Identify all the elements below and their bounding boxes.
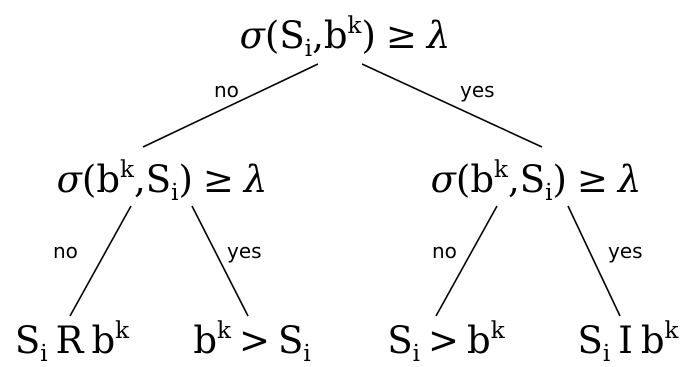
edge-label-left-yes: yes bbox=[227, 239, 262, 263]
edge-right-to-leaf4 bbox=[567, 205, 621, 317]
edge-right-to-leaf3 bbox=[435, 205, 498, 317]
root-condition: σ(Si,bk)≥λ bbox=[240, 13, 451, 62]
edge-left-to-leaf1 bbox=[69, 205, 132, 317]
left-condition: σ(bk,Si)≥λ bbox=[57, 157, 268, 206]
leaf-bk-preferred: bk>Si bbox=[193, 318, 310, 367]
edge-label-right-no: no bbox=[432, 239, 457, 263]
leaf-si-preferred: Si>bk bbox=[387, 318, 505, 367]
edge-root-to-left bbox=[142, 63, 319, 148]
edge-left-to-leaf2 bbox=[191, 205, 249, 317]
edge-label-right-yes: yes bbox=[608, 239, 643, 263]
edge-label-root-yes: yes bbox=[460, 78, 495, 102]
edge-root-to-right bbox=[361, 63, 543, 148]
right-condition: σ(bk,Si)≥λ bbox=[431, 157, 642, 206]
edge-label-left-no: no bbox=[53, 239, 78, 263]
edge-label-root-no: no bbox=[214, 78, 239, 102]
